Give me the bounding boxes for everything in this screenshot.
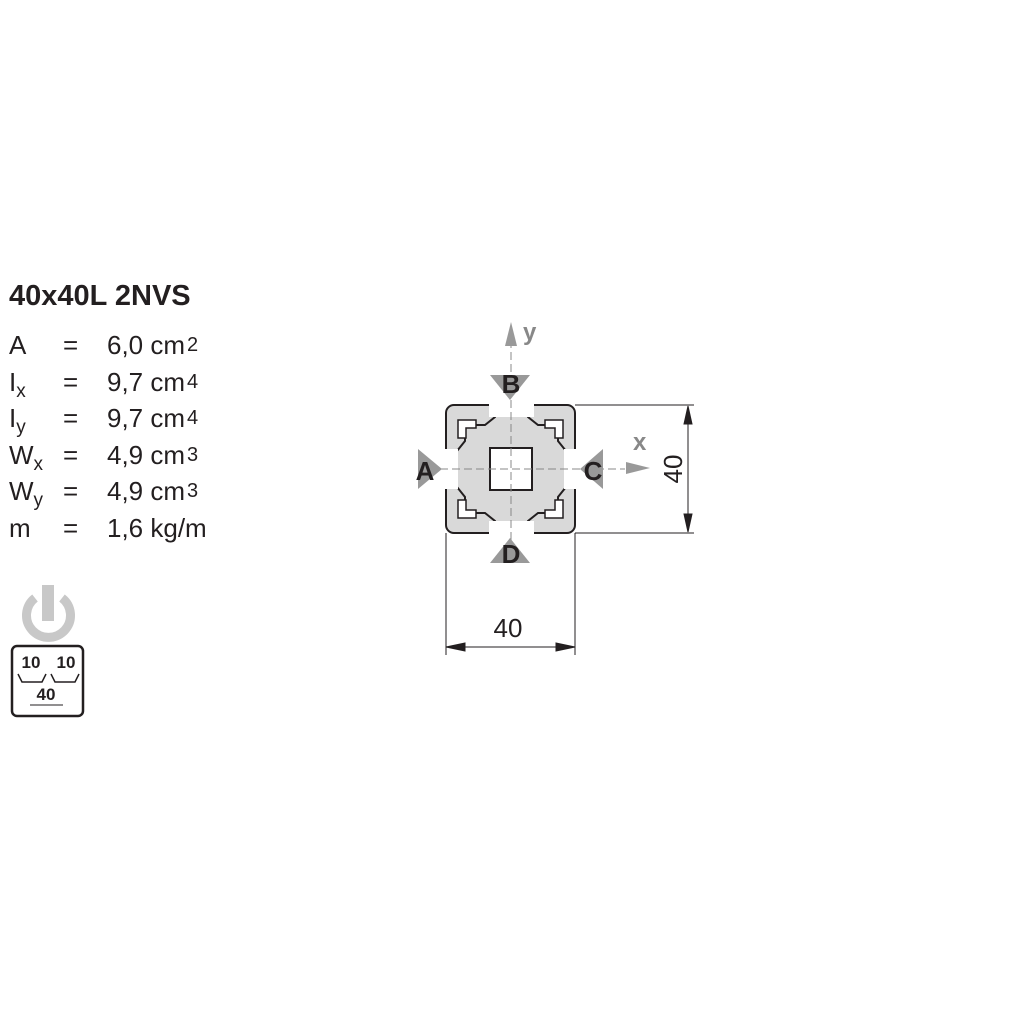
- label: C: [584, 456, 603, 486]
- label: =: [63, 366, 79, 397]
- label: 4: [187, 370, 199, 393]
- label: x: [33, 453, 44, 475]
- label: 9,7 cm: [107, 366, 186, 397]
- label: 6,0 cm: [107, 330, 186, 360]
- label: B: [502, 369, 521, 399]
- label: 4,9 cm: [107, 439, 186, 470]
- label: 1,6 kg/m: [107, 512, 207, 543]
- label: 4,9 cm: [107, 476, 186, 506]
- y-axis-arrow-icon: [505, 322, 517, 346]
- label: x: [633, 429, 647, 456]
- label: D: [502, 539, 521, 569]
- label: y: [523, 319, 537, 346]
- label: 40: [658, 455, 688, 484]
- label: =: [63, 476, 79, 506]
- label: =: [63, 330, 79, 360]
- label: 10: [57, 653, 76, 672]
- label: W: [9, 476, 34, 506]
- label: x: [16, 380, 26, 402]
- label: A: [416, 456, 435, 486]
- label: 3: [187, 443, 199, 466]
- label: =: [63, 512, 79, 543]
- profile-title: 40x40L 2NVS: [9, 280, 191, 312]
- label: I: [9, 366, 17, 397]
- label: =: [63, 403, 79, 433]
- label: =: [63, 439, 79, 470]
- dimensions: [445, 404, 694, 655]
- label: 2: [187, 334, 199, 356]
- label: 10: [22, 653, 41, 672]
- label: y: [16, 417, 26, 438]
- label: 40: [37, 685, 56, 704]
- label: 9,7 cm: [107, 403, 186, 433]
- label: I: [9, 403, 17, 433]
- axes: [440, 340, 625, 540]
- label: 4: [187, 407, 199, 429]
- groove-spacing-icon: 10 10 40: [10, 644, 85, 718]
- spec-row: m = 1,6 kg/m: [9, 510, 209, 547]
- label: m: [9, 512, 31, 543]
- load-arrows: [418, 375, 603, 563]
- label: W: [9, 439, 34, 470]
- label: y: [33, 490, 44, 511]
- label: 40: [494, 613, 523, 643]
- label: 3: [187, 480, 199, 502]
- label: A: [9, 330, 27, 360]
- screw-icon: [22, 585, 75, 642]
- x-axis-arrow-icon: [626, 462, 650, 474]
